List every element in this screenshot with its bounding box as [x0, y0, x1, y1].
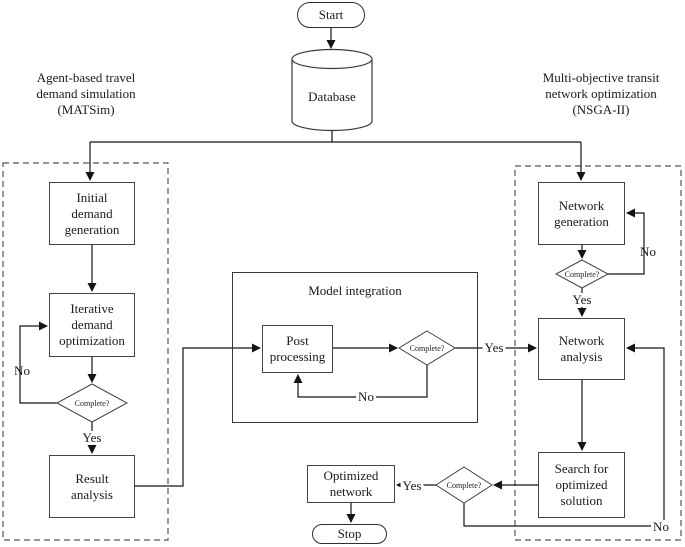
model-integration-title: Model integration	[308, 283, 402, 298]
yes-label-right-top: Yes	[570, 292, 594, 307]
stop-node: Stop	[312, 524, 387, 544]
decision-diamond-bottom	[435, 466, 493, 504]
no-label-bottom: No	[651, 519, 671, 534]
model-integration-frame: Model integration	[232, 272, 478, 423]
edge-result-postprocessing	[135, 343, 261, 487]
edge-complete-iterative-no	[19, 321, 57, 404]
decision-diamond-left	[55, 383, 129, 423]
post-processing-node: Post processing	[262, 325, 333, 373]
complete-label-left: Complete?	[74, 398, 110, 408]
network-generation-node: Network generation	[538, 182, 625, 245]
matsim-dashed-frame	[2, 162, 169, 541]
iterative-demand-optimization-node: Iterative demand optimization	[49, 293, 135, 357]
complete-label-bottom: Complete?	[446, 480, 482, 490]
edge-complete-netgen-no	[608, 208, 645, 275]
decision-diamond-right-top	[554, 259, 610, 289]
nsga-section-title: Multi-objective transit network optimiza…	[542, 70, 660, 117]
complete-label-middle: Complete?	[409, 343, 445, 353]
result-analysis-node: Result analysis	[49, 455, 135, 518]
optimized-network-node: Optimized network	[307, 465, 395, 503]
matsim-section-title: Agent-based travel demand simulation (MA…	[36, 70, 136, 117]
network-analysis-node: Network analysis	[538, 318, 625, 380]
yes-label-left: Yes	[80, 430, 104, 445]
start-node: Start	[297, 2, 365, 28]
nsga-dashed-frame	[514, 165, 682, 541]
initial-demand-generation-node: Initial demand generation	[49, 182, 135, 245]
database-cylinder-shape	[291, 48, 373, 132]
yes-label-middle: Yes	[482, 340, 506, 355]
no-label-middle: No	[356, 389, 376, 404]
search-optimized-solution-node: Search for optimized solution	[538, 452, 625, 518]
yes-label-bottom: Yes	[400, 478, 424, 493]
decision-diamond-middle	[398, 330, 456, 366]
database-node: Database	[308, 89, 356, 104]
no-label-right-top: No	[640, 244, 656, 259]
complete-label-right-top: Complete?	[564, 269, 600, 279]
no-label-left: No	[14, 363, 30, 378]
